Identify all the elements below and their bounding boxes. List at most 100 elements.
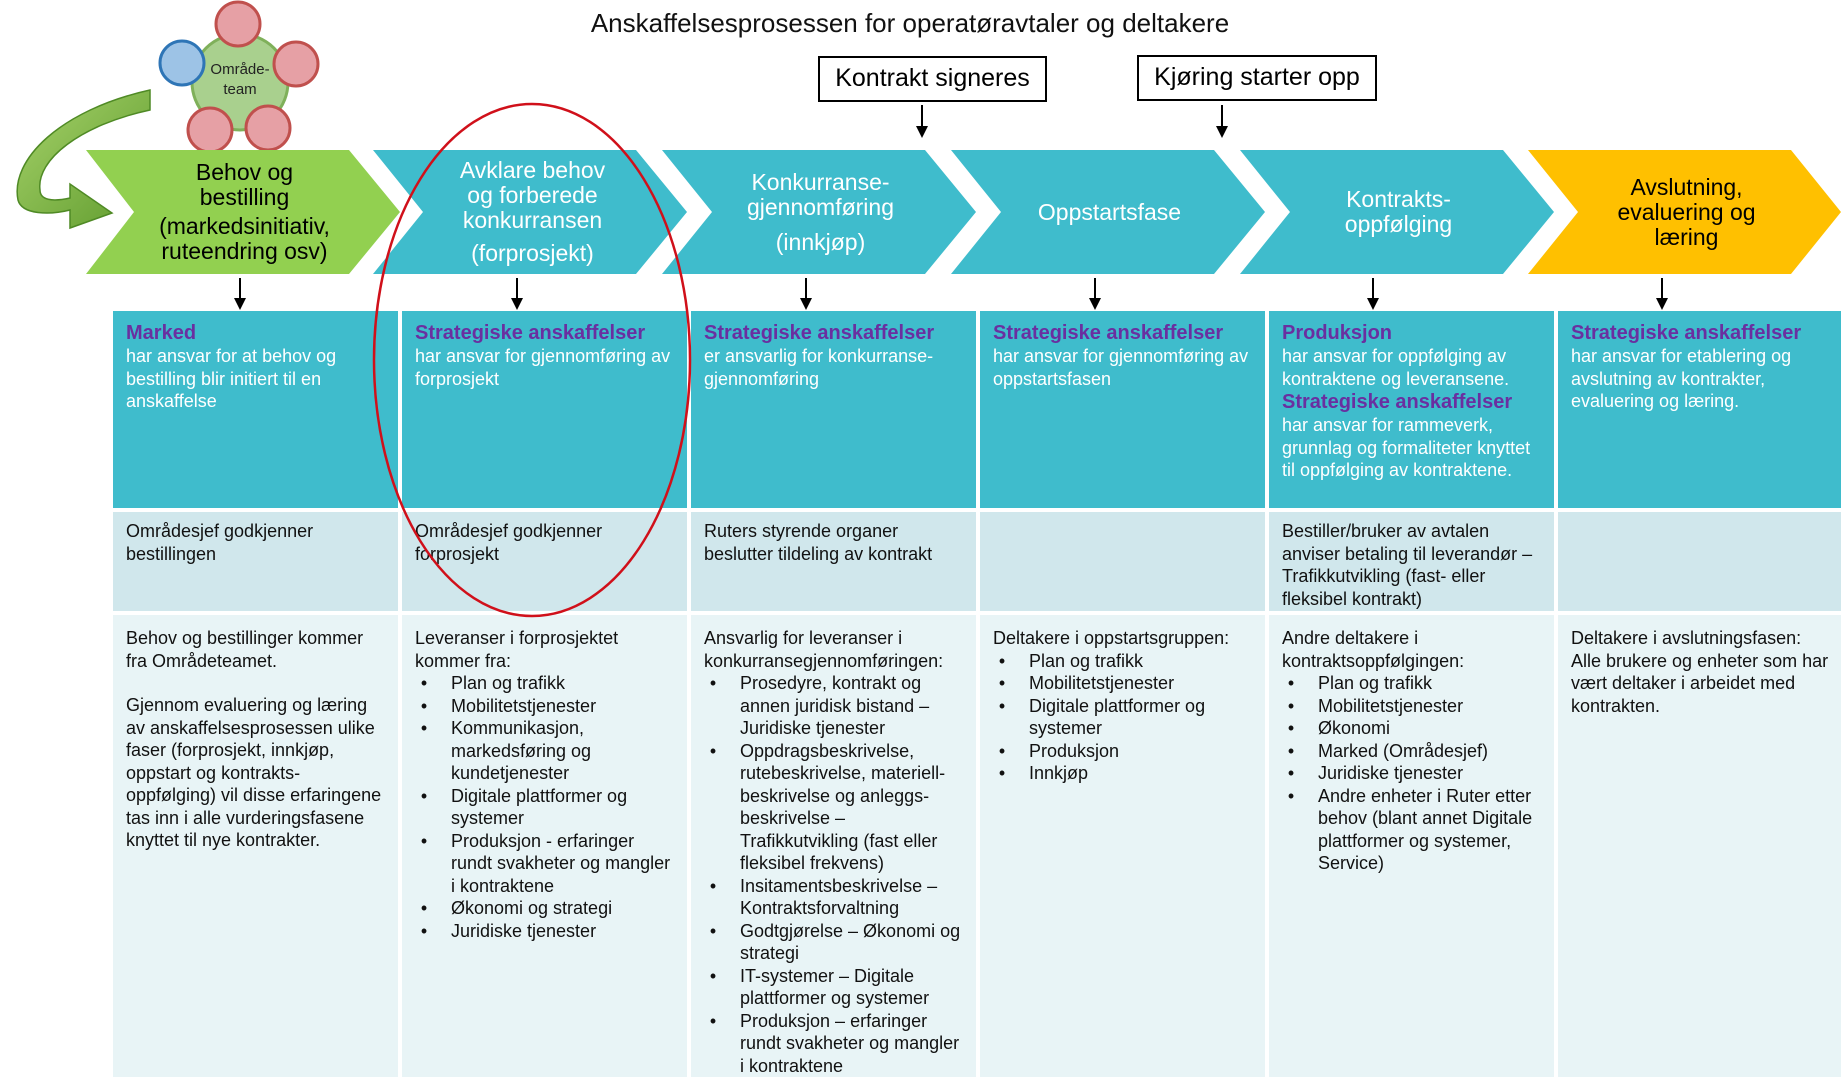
phase-label-forprosjekt: Avklare behov og forberede konkurransen … [430,156,635,268]
list-item: Mobilitetstjenester [993,672,1253,695]
participants-intro: Leveranser i forprosjektet kommer fra: [415,628,619,671]
list-item: IT-systemer – Digitale plattformer og sy… [704,965,964,1010]
phase-line: Oppstartsfase [1037,198,1182,225]
role-title: Strategiske anskaffelser [993,322,1224,344]
role-cell-bg [980,311,1265,508]
participants-cell-oppfolging: Andre deltakere i kontraktsoppfølgingen:… [1269,615,1554,1077]
participants-cell-innkjop: Ansvarlig for leveranser i konkurransegj… [691,615,976,1077]
list-item: Andre enheter i Ruter etter behov (blant… [1282,785,1542,875]
participants-paragraph: Behov og bestillinger kommer fra Området… [126,628,364,671]
approval-cell [1558,512,1841,611]
role-description: har ansvar for at behov og bestilling bl… [126,346,337,411]
approval-cell [980,512,1265,611]
list-item: Økonomi [1282,717,1542,740]
role-title: Strategiske anskaffelser [1571,322,1802,344]
list-item: Mobilitetstjenester [415,695,675,718]
participants-list: Plan og trafikk Mobilitetstjenester Digi… [993,650,1253,785]
role-title: Strategiske anskaffelser [704,322,935,344]
feedback-curved-arrow [16,89,151,230]
phase-line: læring [1654,223,1719,250]
role-description: har ansvar for oppfølging av kontraktene… [1282,346,1510,389]
role-cell-bg [691,311,976,508]
event-label: Kontrakt signeres [835,64,1030,92]
participants-cell-avslutning: Deltakere i avslutningsfasen: Alle bruke… [1558,615,1841,1077]
role-cell-bg [113,311,398,508]
role-title: Strategiske anskaffelser [415,322,646,344]
participants-cell-behov: Behov og bestillinger kommer fra Området… [113,615,398,1077]
role-cell-avslutning: Strategiske anskaffelser har ansvar for … [1558,311,1841,508]
event-box-kontrakt-signeres: Kontrakt signeres [818,56,1047,102]
phase-line: evaluering og [1617,198,1756,225]
phase-line: Konkurranse- [751,168,890,195]
list-item: Godtgjørelse – Økonomi og strategi [704,920,964,965]
phase-line: og forberede [467,182,598,208]
role-description: har ansvar for etablering og avslutning … [1571,346,1792,411]
list-item: Plan og trafikk [415,672,675,695]
role-description-secondary: har ansvar for rammeverk, grunnlag og fo… [1282,415,1531,480]
phase-chevron-behov [86,150,400,274]
phase-line: oppfølging [1344,211,1453,237]
participants-paragraph: Gjennom evaluering og læring av anskaffe… [126,695,382,850]
phase-line: Avklare behov [459,157,606,183]
phase-sub: (innkjøp) [775,228,866,255]
participants-intro: Deltakere i avslutningsfasen: Alle bruke… [1571,628,1829,716]
team-circles [158,0,320,154]
list-item: Plan og trafikk [993,650,1253,673]
approval-cell-bg [980,512,1265,611]
list-item: Juridiske tjenester [1282,762,1542,785]
phase-line: Behov og [195,159,294,185]
phase-sub: (forprosjekt) [471,240,594,266]
participants-intro: Andre deltakere i kontraktsoppfølgingen: [1282,628,1465,671]
approval-cell: Områdesjef godkjenner bestillingen [126,521,314,564]
phase-sub: ruteendring osv) [161,238,328,264]
phase-line: bestilling [199,184,290,210]
phase-label-oppfolging: Kontrakts- oppfølging [1296,156,1501,268]
role-cell-bg [1269,311,1554,508]
phase-label-oppstart: Oppstartsfase [1007,156,1212,268]
list-item: Produksjon [993,740,1253,763]
list-item: Økonomi og strategi [415,897,675,920]
event-box-kjoring-starter: Kjøring starter opp [1137,55,1377,101]
phase-line: Avslutning, [1630,173,1743,200]
role-cell-marked: Marked har ansvar for at behov og bestil… [113,311,398,508]
list-item: Produksjon – erfaringer rundt svakheter … [704,1010,964,1078]
team-label-line2: team [223,81,257,98]
role-title: Produksjon [1282,322,1393,344]
role-cell-innkjop: Strategiske anskaffelser er ansvarlig fo… [691,311,976,508]
list-item: Marked (Områdesjef) [1282,740,1542,763]
participants-cell-bg [1558,615,1841,1077]
event-label: Kjøring starter opp [1154,63,1360,91]
participants-intro: Deltakere i oppstartsgruppen: [993,628,1230,648]
list-item: Digitale plattformer og systemer [415,785,675,830]
participants-list: Plan og trafikk Mobilitetstjenester Komm… [415,672,675,942]
approval-cell: Ruters styrende organer beslutter tildel… [704,521,933,564]
role-description: har ansvar for gjennomføring av oppstart… [993,346,1249,389]
list-item: Kommunikasjon, markedsføring og kundetje… [415,717,675,785]
role-title-secondary: Strategiske anskaffelser [1282,391,1513,413]
list-item: Innkjøp [993,762,1253,785]
approval-cell-bg [1269,512,1554,611]
approval-cell-bg [113,512,398,611]
phase-chevron-oppstart [951,150,1265,274]
list-item: Digitale plattformer og systemer [993,695,1253,740]
participants-cell-bg [113,615,398,1077]
participants-cell-oppstart: Deltakere i oppstartsgruppen: Plan og tr… [980,615,1265,1077]
approval-cell: Bestiller/bruker av avtalen anviser beta… [1282,521,1533,609]
page-title: Anskaffelsesprosessen for operatøravtale… [590,8,1230,38]
list-item: Oppdragsbeskrivelse, rutebeskrivelse, ma… [704,740,964,875]
role-cell-oppstart: Strategiske anskaffelser har ansvar for … [980,311,1265,508]
approval-cell-bg [691,512,976,611]
list-item: Juridiske tjenester [415,920,675,943]
participants-intro: Ansvarlig for leveranser i konkurransegj… [704,628,944,671]
phase-chevron-innkjop [662,150,976,274]
phase-sub: (markedsinitiativ, [159,213,330,239]
list-item: Insitamentsbeskrivelse – Kontraktsforval… [704,875,964,920]
team-label-line1: Område- [210,61,270,78]
role-description: har ansvar for gjennomføring av forprosj… [415,346,671,389]
participants-list: Plan og trafikk Mobilitetstjenester Økon… [1282,672,1542,875]
phase-label-behov: Behov og bestilling (markedsinitiativ, r… [142,156,347,268]
list-item: Plan og trafikk [1282,672,1542,695]
role-title: Marked [126,322,197,344]
phase-label-avslutning: Avslutning, evaluering og læring [1584,156,1789,268]
role-cell-oppfolging: Produksjon har ansvar for oppfølging av … [1269,311,1554,508]
